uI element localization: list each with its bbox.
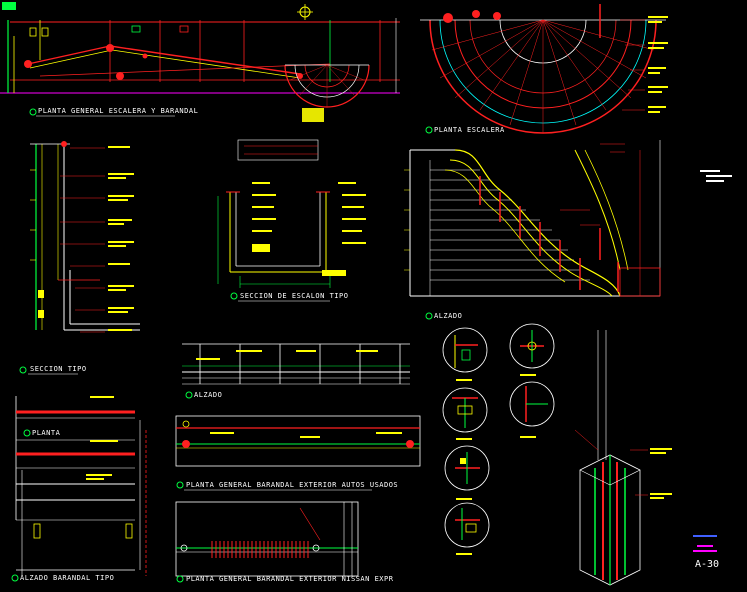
detail-circle xyxy=(509,381,555,427)
view-marker-icon xyxy=(19,366,27,374)
view-marker-icon xyxy=(230,292,238,300)
plan-general-title: PLANTA GENERAL ESCALERA Y BARANDAL xyxy=(38,107,198,115)
detail-circles xyxy=(442,323,555,555)
plan-exterior-2-title: PLANTA GENERAL BARANDAL EXTERIOR NISSAN … xyxy=(186,575,394,583)
plan-stair-drawing xyxy=(420,4,668,134)
elevation-stair-title: ALZADO xyxy=(434,312,462,320)
elevation-short-title: ALZADO xyxy=(194,391,222,399)
view-marker-icon xyxy=(185,391,193,399)
section-typical-title: SECCION TIPO xyxy=(30,365,87,373)
view-marker-icon xyxy=(11,574,19,582)
view-marker-icon xyxy=(176,481,184,489)
elevation-railing-title: ALZADO BARANDAL TIPO xyxy=(20,574,114,582)
post-icon xyxy=(443,13,453,23)
isometric-post-drawing xyxy=(574,330,672,586)
view-marker-icon xyxy=(425,126,433,134)
post-icon xyxy=(472,10,480,18)
detail-circle xyxy=(444,445,490,491)
sheet-number: A-30 xyxy=(695,559,719,570)
view-marker-icon xyxy=(29,108,37,116)
plan-general-drawing xyxy=(0,2,400,108)
elevation-short-drawing xyxy=(182,343,410,385)
plan-exterior-1-drawing xyxy=(175,415,421,467)
title-block: A-30 xyxy=(693,535,719,570)
elevation-stair-drawing xyxy=(404,140,661,297)
view-marker-icon xyxy=(425,312,433,320)
step-section-title: SECCION DE ESCALON TIPO xyxy=(240,292,348,300)
plan-exterior-1-title: PLANTA GENERAL BARANDAL EXTERIOR AUTOS U… xyxy=(186,481,398,489)
plan-small-title: PLANTA xyxy=(32,429,61,437)
view-marker-icon xyxy=(176,575,184,583)
post-icon xyxy=(493,12,501,20)
plan-exterior-2-drawing xyxy=(175,501,359,577)
view-marker-icon xyxy=(23,429,31,437)
detail-circle xyxy=(509,323,555,369)
detail-circle xyxy=(442,387,488,433)
corner-block-icon xyxy=(2,2,16,10)
section-typical-drawing xyxy=(30,141,140,333)
detail-circle xyxy=(444,502,490,548)
detail-circle xyxy=(442,327,488,373)
side-note xyxy=(700,170,732,182)
elevation-railing-drawing xyxy=(15,396,147,576)
step-section-drawing xyxy=(217,108,366,288)
plan-stair-title: PLANTA ESCALERA xyxy=(434,126,505,134)
